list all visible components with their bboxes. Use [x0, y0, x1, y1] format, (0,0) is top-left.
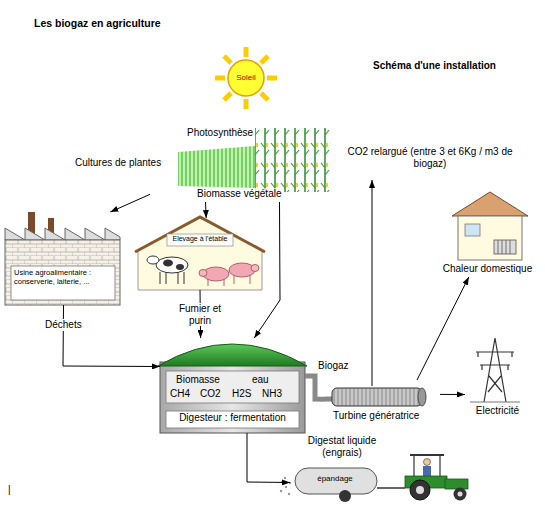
flow-arrow	[110, 194, 150, 212]
tractor-drawing	[280, 455, 468, 502]
house-icon: Chaleur domestique	[440, 185, 536, 277]
node-text: CO2	[200, 388, 221, 400]
flow-arrow	[417, 277, 469, 380]
digester-tank: Biomasse eauCH4 CO2 H2S NH3Digesteur : ferme…	[160, 338, 305, 433]
node-text: Electricité	[465, 405, 530, 417]
node-text: Digesteur : fermentation	[166, 412, 299, 424]
house-drawing	[452, 192, 528, 260]
node-text: NH3	[262, 388, 282, 400]
node-text: H2S	[232, 388, 251, 400]
node-text: Cultures de plantes	[75, 157, 161, 169]
subtitle: Schéma d'une installation	[373, 60, 538, 72]
power-pylon: Electricité	[465, 335, 531, 420]
node-text: Biomasse végétale	[195, 188, 284, 200]
factory-drawing	[5, 212, 120, 305]
node-text: CH4	[170, 388, 190, 400]
edge-label: Fumier et purin	[173, 303, 227, 326]
gas-pipe	[305, 376, 325, 399]
node-text: Biomasse	[176, 374, 220, 386]
flow-arrow	[254, 202, 280, 338]
node-text: Soleil	[228, 73, 264, 82]
sun-drawing	[215, 47, 277, 109]
node-text: Elevage à l'étable	[167, 235, 233, 243]
node-text: épandage	[300, 474, 370, 483]
factory-building: Usine agroalimentaire : conserverie, lai…	[5, 212, 122, 305]
flow-arrow	[63, 305, 160, 367]
edge-label: Biogaz	[316, 360, 351, 372]
crop-field: PhotosynthèseCultures de plantesBiomasse…	[150, 125, 335, 202]
node-text: eau	[252, 374, 269, 386]
flow-arrow	[247, 433, 290, 483]
barn-building: Elevage à l'étable	[138, 218, 262, 290]
spreader-tanker: épandage	[290, 462, 480, 503]
flow-arrow	[440, 394, 465, 395]
diagram-title: Les biogaz en agriculture	[34, 17, 161, 29]
turbine-generator: Turbine génératrice	[325, 380, 440, 428]
barn-drawing	[135, 217, 265, 290]
node-text: Usine agroalimentaire : conserverie, lai…	[14, 269, 114, 286]
pylon-drawing	[470, 338, 520, 402]
turbine-drawing	[325, 180, 426, 406]
flow-arrow	[205, 202, 207, 218]
node-text: Photosynthèse	[185, 127, 255, 139]
crops-drawing	[178, 128, 331, 192]
node-text: Turbine génératrice	[333, 410, 419, 422]
emission-note: CO2 relargué (entre 3 et 6Kg / m3 de bio…	[330, 146, 530, 169]
sun-icon: Soleil	[228, 62, 265, 94]
corner-mark: |	[8, 484, 11, 496]
edge-label: Digestat liquide (engrais)	[294, 435, 390, 458]
digester-drawing	[158, 344, 307, 433]
node-text: Chaleur domestique	[440, 263, 535, 275]
edge-label: Déchets	[43, 319, 84, 331]
